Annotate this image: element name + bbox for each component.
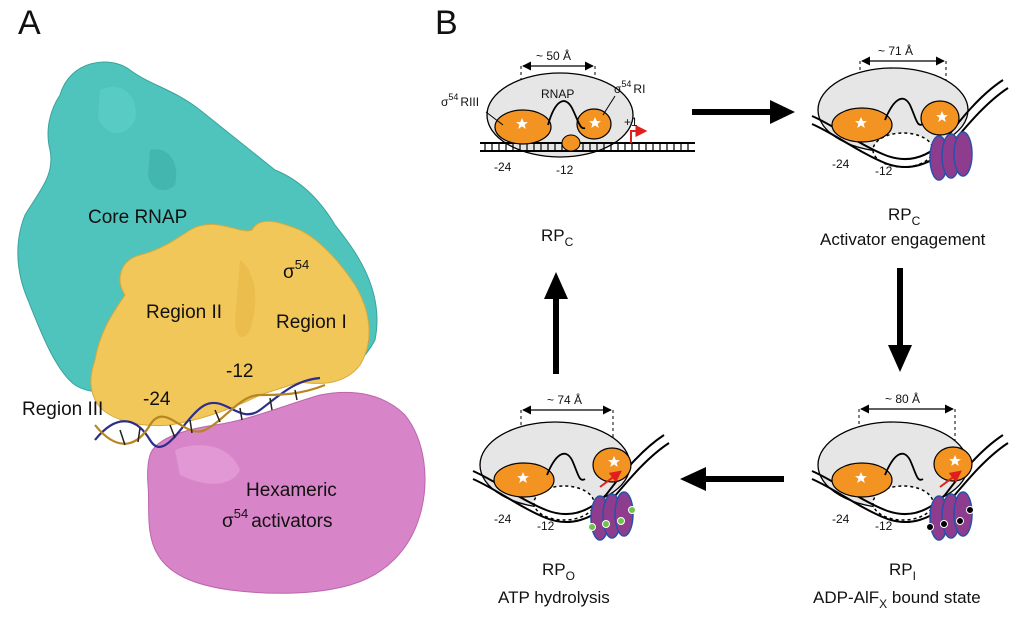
arrow-down-right-head bbox=[888, 345, 912, 372]
label-pos-m12-a: -12 bbox=[226, 361, 253, 382]
schematic-rpc-closed bbox=[480, 61, 695, 158]
panel-b-letter: B bbox=[435, 4, 458, 42]
dna-helix bbox=[94, 376, 326, 448]
label-pos-m24-br: -24 bbox=[832, 512, 850, 526]
label-rnap: RNAP bbox=[541, 87, 574, 101]
label-plus1: +1 bbox=[624, 115, 638, 129]
label-pos-m12-tr: -12 bbox=[875, 164, 893, 178]
label-sigma-a: σ54 bbox=[283, 257, 309, 283]
label-pos-m24-bl: -24 bbox=[494, 512, 512, 526]
label-hexameric: Hexameric bbox=[246, 480, 337, 501]
panel-a-structure bbox=[17, 61, 426, 594]
distance-71: ~ 71 Å bbox=[878, 43, 913, 58]
label-pos-m12-br: -12 bbox=[875, 519, 893, 533]
label-pos-m12-bl: -12 bbox=[537, 519, 555, 533]
label-pos-m12-tl: -12 bbox=[556, 163, 574, 177]
label-pos-m24-a: -24 bbox=[143, 389, 171, 410]
arrow-right-top bbox=[692, 109, 772, 115]
label-region-i: Region I bbox=[276, 312, 347, 333]
schematic-rpi bbox=[811, 404, 1009, 541]
state-rpo: RPO bbox=[542, 560, 575, 583]
label-pos-m24-tr: -24 bbox=[832, 157, 850, 171]
caption-activator-engagement: Activator engagement bbox=[820, 230, 986, 249]
label-region-ii: Region II bbox=[146, 302, 222, 323]
state-rpi: RPI bbox=[889, 560, 916, 583]
arrow-up-left-head bbox=[544, 272, 568, 299]
state-rpc-left: RPC bbox=[541, 226, 574, 249]
schematic-rpo bbox=[472, 405, 670, 541]
arrow-down-right bbox=[897, 268, 903, 348]
arrow-right-top-head bbox=[770, 100, 795, 124]
caption-adp-alfx: ADP-AlFX bound state bbox=[813, 588, 981, 611]
activator-density bbox=[147, 391, 426, 594]
sigma54-density bbox=[90, 220, 370, 427]
panel-a-letter: A bbox=[18, 4, 41, 42]
caption-atp-hydrolysis: ATP hydrolysis bbox=[498, 588, 610, 607]
arrow-left-bottom-head bbox=[680, 467, 706, 491]
distance-74: ~ 74 Å bbox=[547, 392, 582, 407]
cycle-arrows bbox=[544, 100, 912, 491]
arrow-up-left bbox=[553, 296, 559, 374]
arrow-left-bottom bbox=[704, 476, 784, 482]
label-core-rnap: Core RNAP bbox=[88, 207, 187, 228]
distance-80: ~ 80 Å bbox=[885, 391, 920, 406]
schematic-rpc-engaged bbox=[811, 56, 1009, 181]
state-rpc-right: RPC bbox=[888, 205, 921, 228]
distance-50: ~ 50 Å bbox=[536, 48, 571, 63]
label-pos-m24-tl: -24 bbox=[494, 160, 512, 174]
label-region-iii: Region III bbox=[22, 399, 103, 420]
